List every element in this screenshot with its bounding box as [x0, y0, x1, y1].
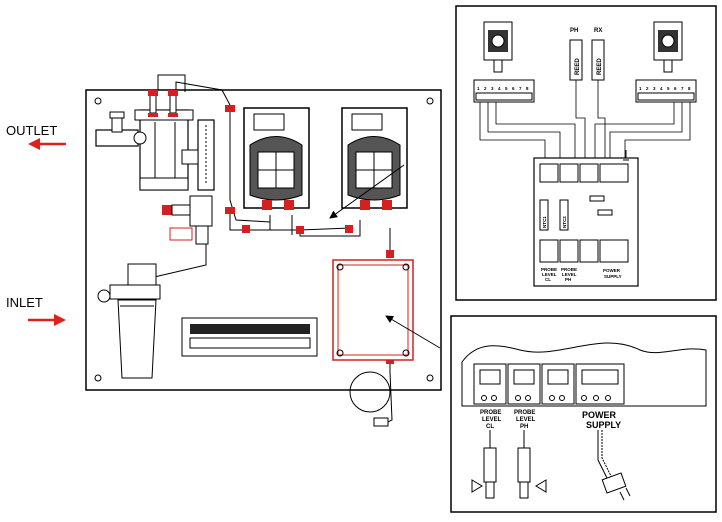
- power-label-2: SUPPLY: [586, 420, 621, 430]
- probe-ph-label: PH: [570, 28, 578, 34]
- outlet-indicator: OUTLET: [6, 123, 66, 150]
- board-power-label-1: POWER: [603, 268, 621, 273]
- probe-rx-label: RX: [594, 28, 602, 34]
- board-probe-cl-label-3: CL: [545, 277, 551, 282]
- terminal-number: 5: [505, 86, 508, 91]
- ntc2-label: NTC2: [562, 216, 567, 228]
- power-cable: [349, 371, 393, 427]
- probe-cable-ph: [517, 430, 547, 499]
- outlet-arrow: [28, 138, 66, 150]
- panel-terminal-strip: [181, 317, 318, 357]
- control-box: [332, 259, 414, 361]
- wiring-detail-panel: PH RX REED REED 1 2 3 4 5 6 7 8: [455, 5, 717, 301]
- inlet-label: INLET: [6, 295, 43, 310]
- terminal-number: 1: [639, 86, 642, 91]
- filter-valve: [162, 195, 213, 245]
- pump-icon-left: [483, 21, 513, 73]
- reed-right-label: REED: [597, 58, 603, 75]
- terminal-block-left: 1 2 3 4 5 6 7 8: [473, 79, 535, 103]
- reed-switch-left: REED: [569, 39, 583, 81]
- callout-arrow-wiring: [329, 164, 405, 219]
- probe-cl-label-1: PROBE: [480, 410, 501, 416]
- reed-left-label: REED: [575, 58, 581, 75]
- terminal-number: 2: [646, 86, 649, 91]
- wiring-harness: [479, 80, 691, 160]
- terminal-number: 3: [653, 86, 656, 91]
- terminal-block-right: 1 2 3 4 5 6 7 8: [635, 79, 697, 103]
- terminal-number: 6: [512, 86, 515, 91]
- board-probe-cl-label-2: LEVEL: [542, 272, 557, 277]
- ground-icon: [621, 150, 631, 161]
- reed-switch-right: REED: [591, 39, 605, 81]
- probe-cl-label-3: CL: [486, 424, 494, 430]
- dosing-pump-left: [243, 107, 310, 210]
- terminal-number: 7: [519, 86, 522, 91]
- board-power-label-2: SUPPLY: [604, 274, 622, 279]
- board-probe-ph-label-3: PH: [565, 277, 571, 282]
- board-probe-ph-label-1: PROBE: [561, 267, 577, 272]
- probe-cl-label-2: LEVEL: [482, 417, 502, 423]
- board-probe-ph-label-2: LEVEL: [562, 272, 577, 277]
- terminal-number: 8: [526, 86, 529, 91]
- pump-icon-right: [653, 21, 683, 73]
- callout-arrow-terminal: [385, 315, 441, 349]
- terminal-number: 4: [660, 86, 663, 91]
- flow-meter: [181, 119, 215, 191]
- terminal-detail-panel: PROBE LEVEL CL PROBE LEVEL PH POWER SUPP…: [450, 315, 717, 513]
- terminal-number: 3: [491, 86, 494, 91]
- power-plug: [597, 430, 631, 501]
- inlet-arrow: [28, 314, 66, 326]
- probe-cable-cl: [471, 430, 497, 499]
- flow-cell: [134, 90, 194, 191]
- outlet-valve: [95, 111, 147, 147]
- terminal-number: 5: [667, 86, 670, 91]
- terminal-number: 1: [477, 86, 480, 91]
- probe-ph-label-3: PH: [520, 424, 528, 430]
- ntc1-label: NTC1: [542, 216, 547, 228]
- outlet-label: OUTLET: [6, 123, 57, 138]
- probe-ph-label-1: PROBE: [514, 410, 535, 416]
- dosing-pump-right: [341, 107, 408, 210]
- inlet-filter: [97, 263, 161, 379]
- terminal-number: 2: [484, 86, 487, 91]
- terminal-number: 6: [674, 86, 677, 91]
- terminal-number: 4: [498, 86, 501, 91]
- terminal-number: 8: [688, 86, 691, 91]
- board-probe-cl-label-1: PROBE: [541, 267, 557, 272]
- inlet-indicator: INLET: [6, 295, 66, 326]
- probe-ph-label-2: LEVEL: [516, 417, 536, 423]
- power-label-1: POWER: [582, 410, 617, 420]
- control-board: NTC1 NTC2 PROBE LEVEL CL PROBE LEVEL PH …: [533, 157, 639, 287]
- terminal-number: 7: [681, 86, 684, 91]
